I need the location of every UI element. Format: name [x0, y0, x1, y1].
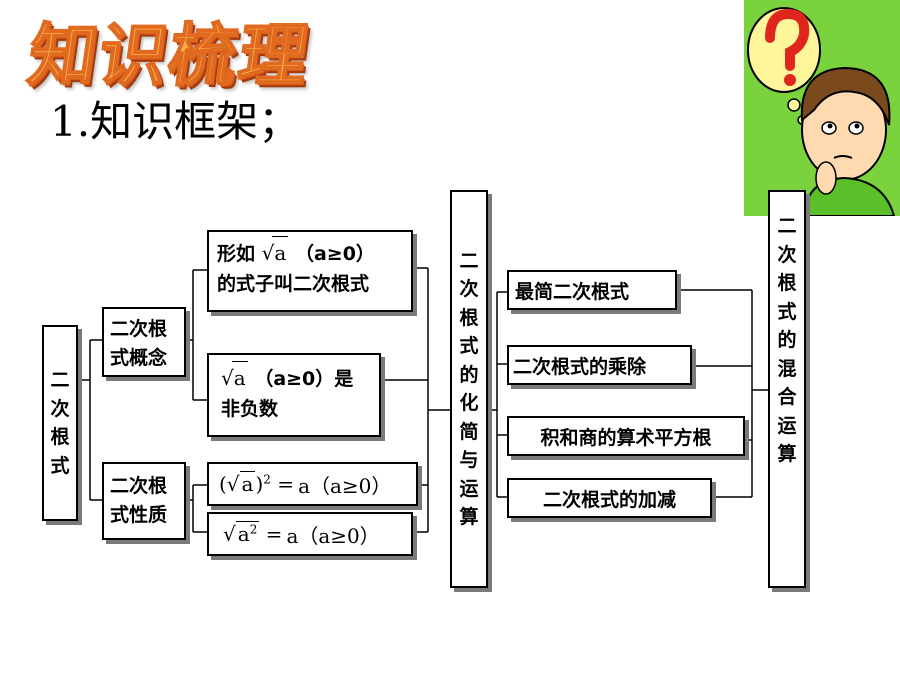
right-char: 算: [777, 443, 797, 465]
op-product-quotient-root: 积和商的算术平方根: [507, 416, 745, 456]
nonnegative-box: √a （a≥0）是 非负数: [207, 353, 381, 437]
op-simplest-radical: 最简二次根式: [507, 270, 677, 310]
nonneg-condition: （a≥0）是: [254, 368, 354, 390]
middle-char: 次: [459, 278, 479, 300]
op-add-subtract: 二次根式的加减: [507, 478, 712, 518]
middle-char: 二: [459, 249, 479, 272]
middle-char: 式: [459, 335, 479, 357]
root-char: 式: [50, 454, 70, 477]
middle-char: 与: [459, 449, 479, 471]
formula-1-result: a（a≥0）: [298, 473, 392, 498]
thinking-boy-question-mark-icon: [744, 0, 900, 217]
def-line2: 的式子叫二次根式: [217, 273, 370, 296]
property-box: 二次根式性质: [102, 462, 186, 540]
right-char: 的: [777, 329, 797, 351]
root-box: 二 次 根 式: [42, 325, 78, 521]
middle-char: 算: [459, 506, 479, 528]
root-char: 二: [50, 369, 70, 391]
section-subtitle: 1.知识框架；: [50, 97, 301, 146]
nonneg-line2: 非负数: [221, 398, 279, 421]
middle-char: 简: [459, 420, 479, 443]
simplify-operations-box: 二 次 根 式 的 化 简 与 运 算: [450, 190, 488, 588]
mixed-operations-box: 二 次 根 式 的 混 合 运 算: [768, 190, 806, 588]
right-char: 混: [777, 357, 797, 380]
property-label: 二次根式性质: [110, 475, 168, 527]
right-char: 根: [777, 272, 797, 294]
property-formula-1: (√a)2 = a（a≥0）: [207, 462, 418, 506]
def-prefix: 形如: [217, 243, 256, 265]
definition-box: 形如 √a （a≥0） 的式子叫二次根式: [207, 230, 413, 312]
op-multiply-divide: 二次根式的乘除: [507, 345, 692, 385]
right-char: 运: [777, 414, 797, 437]
middle-char: 根: [459, 306, 479, 329]
formula-sqrt-of-square: √a2 =: [223, 521, 283, 546]
concept-box: 二次根式概念: [102, 307, 186, 377]
middle-char: 的: [459, 363, 479, 386]
concept-label: 二次根式概念: [110, 318, 168, 370]
right-char: 次: [777, 243, 797, 266]
formula-2-result: a（a≥0）: [286, 523, 380, 548]
property-formula-2: √a2 = a（a≥0）: [207, 512, 413, 556]
sqrt-a-symbol: √a: [262, 236, 289, 269]
middle-char: 化: [459, 392, 479, 414]
root-char: 根: [50, 426, 70, 448]
formula-square-of-sqrt: (√a)2 =: [219, 471, 295, 496]
sqrt-a-symbol: √a: [221, 361, 248, 394]
def-condition: （a≥0）: [294, 243, 375, 265]
middle-char: 运: [459, 477, 479, 500]
right-char: 式: [777, 300, 797, 323]
right-char: 合: [777, 386, 797, 408]
root-char: 次: [50, 397, 70, 420]
right-char: 二: [777, 215, 797, 237]
